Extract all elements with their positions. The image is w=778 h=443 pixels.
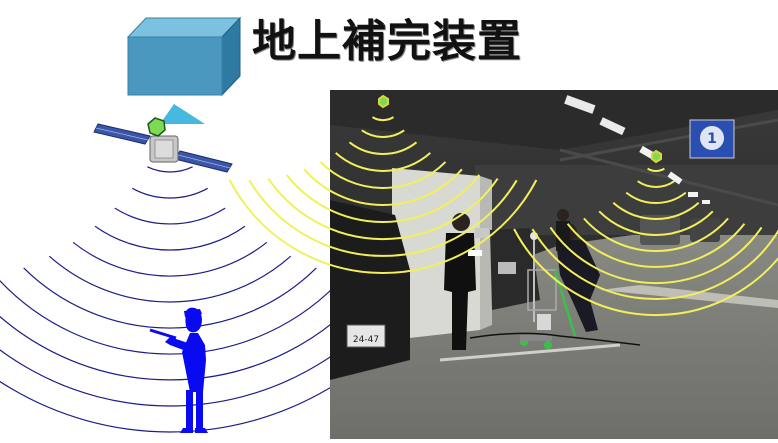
diagram-title: 地上補完装置 [252, 14, 522, 70]
signal-wave-arc [95, 226, 245, 250]
signal-wave-arc [115, 208, 225, 224]
exit-sign-icon: 1 [690, 120, 734, 158]
person-background [556, 209, 570, 251]
parking-garage-photo: 24-47 1 [330, 90, 778, 439]
signal-wave-arc [132, 188, 207, 198]
satellite-icon [94, 104, 232, 172]
signal-wave-arc [73, 242, 267, 276]
license-plate-text: 24-47 [353, 335, 379, 345]
cube-icon [128, 18, 240, 95]
signal-wave-arc [24, 268, 317, 328]
signal-wave-arc [49, 256, 290, 302]
transmitter-marker-icon [379, 96, 388, 107]
satellite-marker-icon [148, 118, 165, 136]
signal-wave-arc [147, 167, 192, 172]
transmitter-marker-icon [652, 151, 661, 162]
person-with-receiver-icon [150, 308, 208, 433]
sign-number-text: 1 [707, 131, 717, 147]
